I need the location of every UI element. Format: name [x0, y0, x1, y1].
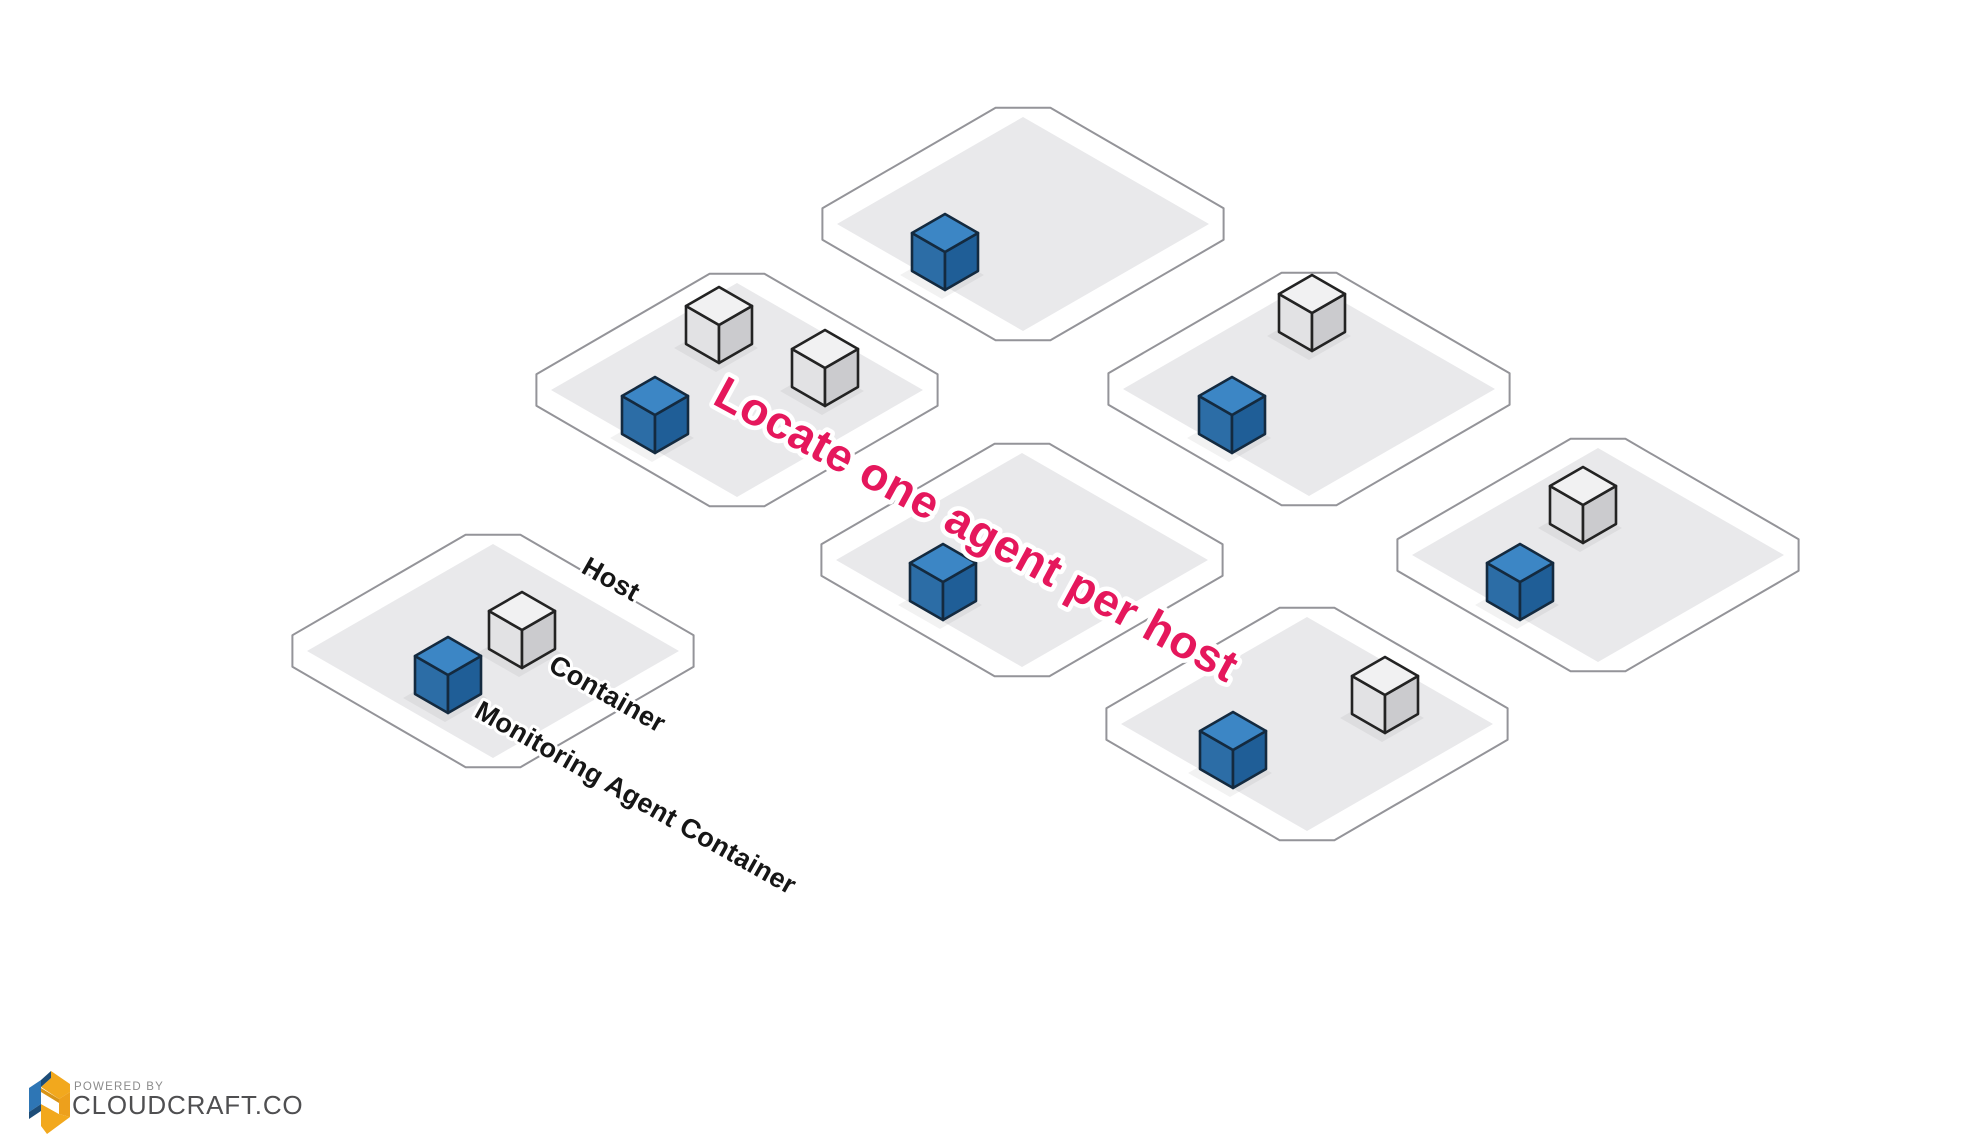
logo-inner-shade	[41, 1088, 59, 1103]
monitoring-agent-cube[interactable]	[900, 212, 984, 299]
cloudcraft-logo-icon	[29, 1071, 70, 1134]
host-bottom-mid	[1105, 606, 1509, 842]
logo-bottom-beam	[41, 1104, 70, 1134]
cube-top-face	[1485, 542, 1555, 584]
host-center	[820, 442, 1224, 678]
cube-top-face	[908, 542, 978, 584]
monitoring-agent-cube[interactable]	[1188, 710, 1272, 797]
cube-top-face	[413, 635, 483, 677]
cube-top-face	[1198, 710, 1268, 752]
logo-bottom-cap	[29, 1104, 41, 1119]
host-legend	[291, 533, 695, 769]
hosts-layer	[291, 106, 1800, 842]
container-cube[interactable]	[780, 328, 864, 415]
host-floor	[836, 453, 1208, 667]
monitoring-agent-cube[interactable]	[403, 635, 487, 722]
cube-top-face	[1548, 465, 1618, 507]
monitoring-agent-cube[interactable]	[1187, 375, 1271, 462]
logo-top-cap	[41, 1071, 51, 1087]
cube-top-face	[1350, 655, 1420, 697]
host-floor	[837, 117, 1209, 331]
container-cube[interactable]	[1538, 465, 1622, 552]
host-top	[821, 106, 1225, 342]
cube-top-face	[684, 285, 754, 327]
cube-top-face	[910, 212, 980, 254]
container-cube[interactable]	[1340, 655, 1424, 742]
powered-by-text: POWERED BY	[74, 1081, 164, 1093]
logo-right-beam	[59, 1092, 70, 1117]
container-cube[interactable]	[674, 285, 758, 372]
cube-top-face	[1197, 375, 1267, 417]
logo-left-beam	[29, 1080, 41, 1112]
container-cube[interactable]	[477, 590, 561, 677]
host-mid-left	[535, 272, 939, 508]
logo-top-beam	[41, 1071, 70, 1099]
cube-top-face	[620, 375, 690, 417]
container-cube[interactable]	[1267, 273, 1351, 360]
host-mid-right	[1107, 271, 1511, 507]
cube-top-face	[1277, 273, 1347, 315]
branding[interactable]: POWERED BY CLOUDCRAFT.CO	[29, 1071, 303, 1134]
monitoring-agent-cube[interactable]	[610, 375, 694, 462]
brand-name-text[interactable]: CLOUDCRAFT.CO	[72, 1090, 303, 1120]
monitoring-agent-cube[interactable]	[1475, 542, 1559, 629]
cube-top-face	[790, 328, 860, 370]
monitoring-agent-cube[interactable]	[898, 542, 982, 629]
host-far-right	[1396, 437, 1800, 673]
cube-top-face	[487, 590, 557, 632]
